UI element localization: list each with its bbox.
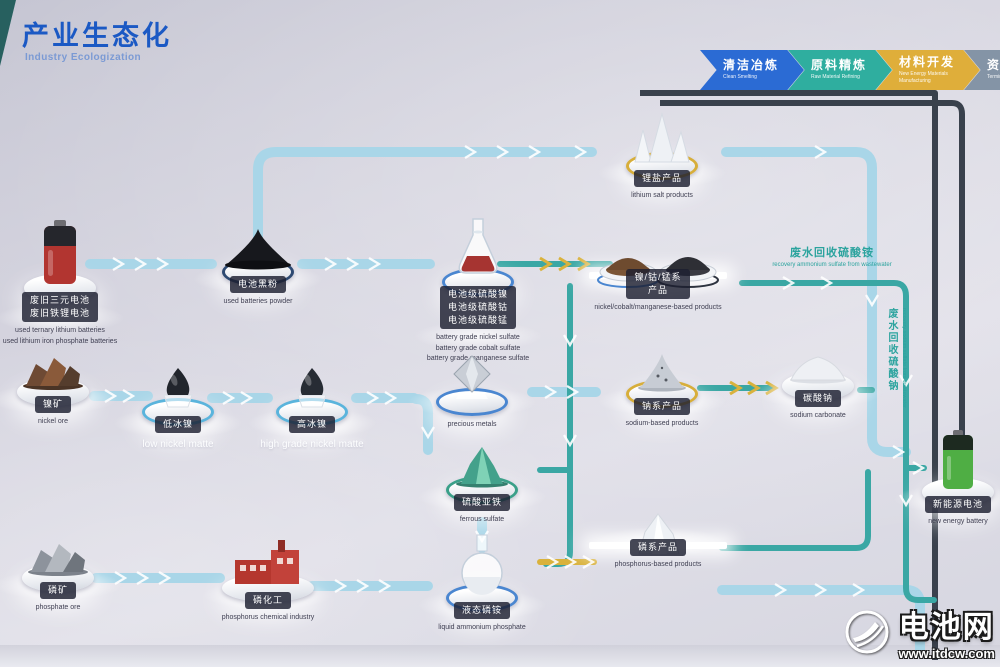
node-label-zh: 新能源电池 — [924, 496, 991, 514]
node-label-zh: 碳酸钠 — [794, 390, 841, 408]
node-label-zh: 废旧三元电池 废旧铁锂电池 — [21, 292, 98, 323]
sodium-pile-icon — [638, 354, 686, 392]
node-label-en: phosphorus-based products — [614, 561, 702, 569]
green-battery-icon — [943, 430, 973, 489]
node-lithium-salt-products: 锂盐产品 lithium salt products — [597, 110, 727, 202]
watermark: 电池网 www.itdcw.com — [843, 602, 995, 661]
node-label-en: phosphate ore — [35, 604, 81, 612]
node-ni-co-mn-products: 镍/钴/锰系 产品 nickel/cobalt/manganese-based … — [583, 236, 733, 314]
node-label-en: sodium carbonate — [790, 412, 846, 420]
node-nickel-ore: 镍矿 nickel ore — [0, 350, 113, 428]
node-label-en: used ternary lithium batteries used lith… — [2, 327, 118, 345]
process-ribbon: 清洁冶炼 Clean Smelting 原料精炼 Raw Material Re… — [700, 50, 1000, 90]
node-label-en: high grade nickel matte — [260, 439, 364, 451]
phosphate-ore-icon — [28, 544, 88, 576]
ribbon-step-label-en: Raw Material Refining — [811, 74, 860, 81]
node-high-nickel-matte: 高冰镍 high grade nickel matte — [247, 366, 377, 452]
watermark-brand: 电池网 — [898, 611, 995, 644]
floor — [0, 645, 1000, 667]
lithium-crystal-icon — [634, 112, 690, 163]
node-label-en: liquid ammonium phosphate — [438, 624, 526, 632]
annotation-en: recovery sodium sulfate from wastewater — [901, 308, 907, 408]
node-phosphorus-chemical-industry: 磷化工 phosphorus chemical industry — [198, 538, 338, 624]
node-label-zh: 磷化工 — [244, 592, 291, 610]
node-sodium-products: 钠系产品 sodium-based products — [597, 350, 727, 430]
node-label-zh: 液态磷铵 — [453, 602, 510, 620]
factory-icon — [235, 540, 299, 584]
ribbon-step-label-zh: 资源回收 — [987, 58, 1000, 73]
node-label-zh: 镍/钴/锰系 产品 — [626, 269, 690, 300]
node-low-nickel-matte: 低冰镍 low nickel matte — [118, 366, 238, 452]
node-label-zh: 低冰镍 — [154, 416, 201, 434]
node-label-zh: 高冰镍 — [288, 416, 335, 434]
nickel-matte-icon — [163, 368, 193, 408]
ribbon-step-clean-smelting: 清洁冶炼 Clean Smelting — [700, 50, 804, 90]
node-battery-grade-sulfates: 电池级硫酸镍 电池级硫酸钴 电池级硫酸锰 battery grade nicke… — [408, 218, 548, 365]
used-battery-icon — [44, 220, 76, 284]
node-label-zh: 磷系产品 — [629, 539, 686, 557]
battery-network-logo-icon — [845, 610, 889, 653]
node-liquid-ammonium-phosphate: 液态磷铵 liquid ammonium phosphate — [415, 534, 549, 634]
green-crystal-icon — [456, 447, 508, 488]
node-used-batteries: 废旧三元电池 废旧铁锂电池 used ternary lithium batte… — [0, 220, 125, 347]
node-label-zh: 电池黑粉 — [229, 276, 286, 294]
node-label-en: nickel ore — [38, 418, 68, 426]
precious-metal-icon — [453, 355, 491, 399]
page-subtitle: Industry Ecologization — [25, 52, 142, 63]
node-label-zh: 钠系产品 — [633, 398, 690, 416]
soda-mound-icon — [790, 356, 846, 384]
ribbon-step-label-en: Clean Smelting — [723, 74, 757, 81]
node-label-en: new energy battery — [928, 518, 988, 526]
annotation-sodium-sulfate-recovery: 废水回收硫酸钠 recovery sodium sulfate from was… — [884, 308, 907, 468]
node-ferrous-sulfate: 硫酸亚铁 ferrous sulfate — [420, 444, 544, 526]
node-label-zh: 镍矿 — [34, 396, 71, 414]
node-precious-metals: precious metals — [412, 354, 532, 431]
ribbon-step-label-en: New Energy Materials Manufacturing — [899, 71, 948, 84]
node-label-en: used batteries powder — [223, 298, 293, 306]
node-label-en: sodium-based products — [625, 420, 699, 428]
node-label-zh: 锂盐产品 — [633, 170, 690, 188]
node-label-en: low nickel matte — [142, 439, 214, 451]
annotation-zh: 废水回收硫酸铵 — [790, 247, 874, 259]
ribbon-step-label-en: Terminal Recycling — [987, 74, 1000, 81]
page-title: 产业生态化 — [22, 21, 172, 51]
node-phosphate-ore: 磷矿 phosphate ore — [0, 536, 118, 614]
node-label-en: nickel/cobalt/manganese-based products — [594, 304, 722, 312]
ribbon-step-raw-material-refining: 原料精炼 Raw Material Refining — [788, 50, 892, 90]
ribbon-step-material-development: 材料开发 New Energy Materials Manufacturing — [876, 50, 980, 90]
round-flask-icon — [461, 534, 503, 595]
ribbon-step-label-zh: 材料开发 — [899, 55, 956, 70]
nickel-ore-icon — [23, 358, 83, 390]
annotation-ammonium-sulfate-recovery: 废水回收硫酸铵 recovery ammonium sulfate from w… — [742, 244, 922, 268]
annotation-zh: 废水回收硫酸钠 — [886, 308, 897, 392]
annotation-en: recovery ammonium sulfate from wastewate… — [772, 262, 892, 268]
node-label-en: phosphorus chemical industry — [221, 614, 315, 622]
node-new-energy-battery: 新能源电池 new energy battery — [908, 430, 1000, 528]
powder-pile-icon — [225, 229, 291, 270]
nickel-matte-icon — [297, 368, 327, 408]
node-label-en: ferrous sulfate — [459, 516, 505, 524]
flask-icon — [458, 218, 498, 274]
node-label-en: precious metals — [447, 421, 497, 428]
node-label-zh: 磷矿 — [39, 582, 76, 600]
ribbon-step-label-zh: 清洁冶炼 — [723, 58, 780, 73]
node-phosphorus-products: 磷系产品 phosphorus-based products — [589, 510, 727, 571]
node-sodium-carbonate: 碳酸钠 sodium carbonate — [758, 350, 878, 422]
node-label-zh: 硫酸亚铁 — [453, 494, 510, 512]
ribbon-step-label-zh: 原料精炼 — [811, 58, 868, 73]
watermark-url: www.itdcw.com — [898, 646, 995, 661]
node-label-en: lithium salt products — [631, 192, 693, 200]
node-label-zh: 电池级硫酸镍 电池级硫酸钴 电池级硫酸锰 — [439, 286, 516, 330]
node-battery-black-powder: 电池黑粉 used batteries powder — [193, 226, 323, 308]
